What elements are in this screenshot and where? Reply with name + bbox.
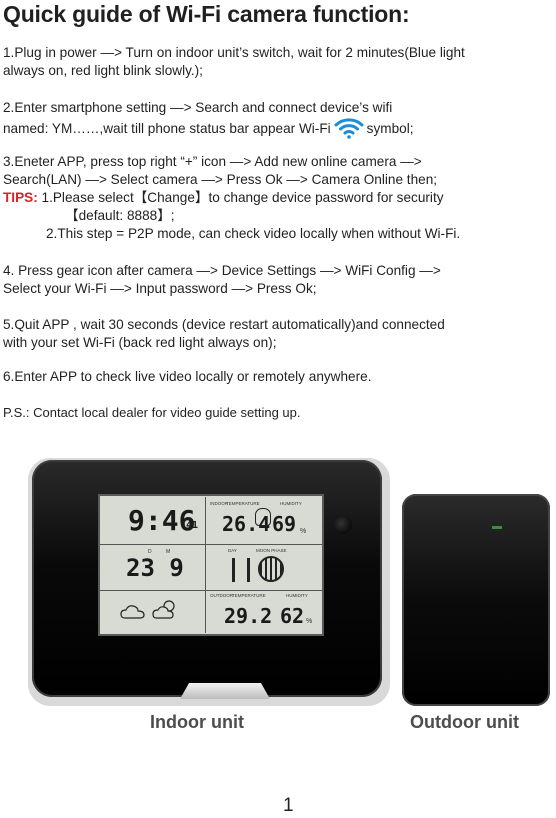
lcd-date-m: M [166,549,171,555]
outdoor-unit-caption: Outdoor unit [410,712,519,732]
step-2: 2.Enter smartphone setting —> Search and… [3,99,414,139]
lcd-date-d: D [148,549,152,555]
lcd-percent: % [306,618,313,625]
outdoor-unit-image [402,494,550,706]
sun-cloud-icon [152,598,180,625]
lcd-indoor-temp: 26.4 [222,512,271,536]
tips-line-2: 【default: 8888】; [65,208,175,223]
step-2-line-1: 2.Enter smartphone setting —> Search and… [3,100,393,115]
outdoor-led-icon [492,526,502,529]
page-number: 1 [283,795,294,816]
tips-text-1: 1.Please select【Change】to change device … [37,190,444,205]
lcd-seconds: 41 [186,520,199,531]
lcd-divider [100,544,322,545]
indoor-unit-stand [180,683,270,699]
lcd-outdoor-temp-label: TEMPERATURE [232,593,266,598]
lcd-divider [205,497,206,633]
lcd-outdoor-humidity-label: HUMIDITY [286,593,308,598]
step-2-line-2a: named: YM……,wait till phone status bar a… [3,121,331,136]
step-1-line-1: 1.Plug in power —> Turn on indoor unit’s… [3,45,465,60]
step-3-line-1: 3.Eneter APP, press top right “+” icon —… [3,154,422,169]
step-3: 3.Eneter APP, press top right “+” icon —… [3,153,460,243]
step-4-line-2: Select your Wi-Fi —> Input password —> P… [3,281,317,296]
day-indicator-icon [232,558,250,582]
step-6: 6.Enter APP to check live video locally … [3,369,372,384]
lcd-time: 9:46 [128,504,196,537]
step-3-line-2: Search(LAN) —> Select camera —> Press Ok… [3,172,438,187]
lcd-temperature-label: TEMPERATURE [226,501,260,506]
tips-line-1: TIPS: 1.Please select【Change】to change d… [3,189,460,207]
step-2-line-2: named: YM……,wait till phone status bar a… [3,117,414,139]
tips-line-3: 2.This step = P2P mode, can check video … [46,226,461,241]
step-5: 5.Quit APP , wait 30 seconds (device res… [3,316,445,352]
step-2-line-2b: symbol; [366,121,414,136]
lcd-indoor-label: INDOOR [210,501,228,506]
step-1: 1.Plug in power —> Turn on indoor unit’s… [3,44,465,80]
face-icon [255,508,271,526]
tips-label: TIPS: [3,190,38,205]
lcd-percent: % [300,528,307,535]
lcd-outdoor-label: OUTDOOR [210,593,233,598]
lcd-date: 23 9 [126,554,184,582]
lcd-outdoor-humidity: 62 [280,604,305,628]
lcd-divider [100,590,322,591]
moon-phase-icon [258,556,284,582]
lcd-moon-phase-label: MOON PHASE [256,548,287,553]
lcd-screen [98,494,324,636]
step-5-line-1: 5.Quit APP , wait 30 seconds (device res… [3,317,445,332]
lcd-outdoor-temp: 29.2 [224,604,273,628]
step-5-line-2: with your set Wi-Fi (back red light alwa… [3,335,277,350]
camera-lens-icon [334,516,352,534]
lcd-day-label: DAY [228,548,237,553]
ps-note: P.S.: Contact local dealer for video gui… [3,405,301,420]
indoor-unit-caption: Indoor unit [150,712,244,732]
step-4-line-1: 4. Press gear icon after camera —> Devic… [3,263,441,278]
step-1-line-2: always on, red light blink slowly.); [3,63,203,78]
lcd-indoor-humidity: 69 [272,512,297,536]
wifi-icon [334,117,364,139]
step-4: 4. Press gear icon after camera —> Devic… [3,262,441,298]
page-title: Quick guide of Wi-Fi camera function: [3,1,410,27]
lcd-humidity-label: HUMIDITY [280,501,302,506]
cloud-icon [120,604,146,625]
